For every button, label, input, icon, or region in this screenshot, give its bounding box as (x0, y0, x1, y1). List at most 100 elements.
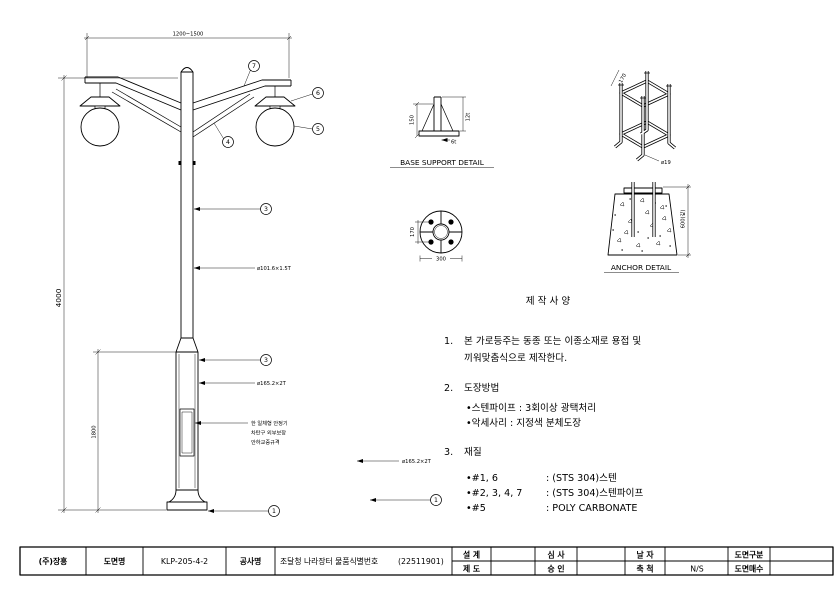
upper-pipe-spec: ø101.6×1.5T (194, 266, 292, 272)
spec-1-line-1: 본 가로등주는 동종 또는 이종소재로 용접 및 (464, 335, 641, 347)
callout-5-circle (312, 123, 324, 135)
project-code: (22511901) (398, 557, 444, 566)
base-plate-bolt-hole-sw (428, 239, 434, 245)
access-door-panel (181, 411, 193, 454)
material-1-spec: : (STS 304)스텐 (546, 473, 617, 484)
pole-joint-right (192, 161, 196, 165)
anchor-detail-bolts-inner (632, 182, 655, 237)
callout-5-number: 5 (316, 126, 320, 133)
door-note-line-3: 안하교중규격 (251, 438, 280, 446)
width-dimension-label: 1200~1500 (173, 32, 204, 38)
right-lamp (254, 86, 296, 147)
lower-pipe-spec: ø165.2×2T (199, 381, 287, 387)
left-arm (84, 76, 182, 111)
base-plate-diameter-dim: 300 (436, 257, 446, 263)
left-arm-brace (111, 88, 182, 133)
pole-base-plate (166, 501, 208, 511)
base-plate-ribs (420, 211, 462, 253)
material-1-parts: •#1, 6 (466, 473, 498, 484)
callout-6: 6 (290, 87, 324, 102)
pole-joint-left (178, 161, 182, 165)
anchor-depth-dim-lines (663, 184, 691, 258)
base-plate-bolt-hole-se (448, 239, 454, 245)
width-dimension: 1200~1500 (84, 32, 292, 78)
spec-2-bullet-2: •악세사리 : 지정색 분체도장 (466, 417, 581, 429)
spec-2-heading: 도장방법 (464, 383, 499, 394)
concrete-foundation (607, 193, 678, 256)
callout-1-right-number: 1 (434, 497, 438, 504)
right-lamp-shade (254, 96, 296, 107)
anchor-bolt-nuts (618, 72, 672, 99)
door-note-line-2: 차탄구 외부보장 (251, 429, 286, 437)
lower-pole-dimension-label: 1800 (92, 425, 98, 438)
callout-6-leader (290, 93, 313, 102)
spec-1-number: 1. (444, 336, 453, 347)
spec-2-number: 2. (444, 383, 453, 394)
base-plate-diameter-dim-lines (419, 255, 463, 262)
callout-1-base-number: 1 (272, 508, 276, 515)
base-support-base-plate (418, 130, 460, 137)
left-lamp (79, 83, 121, 147)
drawing-name-label: 도면명 (104, 556, 126, 566)
base-plate-pitch-dim-lines (415, 220, 429, 244)
base-support-plate-dim-lines (442, 96, 466, 132)
lower-pipe-spec-2-label: ø165.2×2T (402, 459, 432, 465)
callout-5-leader (293, 125, 313, 130)
design-label: 설 계 (463, 550, 480, 560)
base-support-height-dim: 150 (410, 115, 416, 125)
base-support-detail-title: BASE SUPPORT DETAIL (400, 158, 485, 167)
lower-pole-dimension: 1800 (92, 349, 176, 513)
spec-3-number: 3. (444, 447, 453, 458)
callout-6-number: 6 (316, 90, 320, 97)
anchor-cage-width-dim: 170 (618, 73, 628, 85)
callout-7-leader (243, 69, 251, 87)
height-dimension-lines (58, 75, 178, 513)
door-note-line-1: 한 일체형 안정기 (251, 419, 288, 427)
drafting-label: 제 도 (463, 564, 480, 574)
left-lamp-shade (79, 96, 121, 107)
project-label: 공사명 (240, 556, 262, 566)
anchor-bar-diameter-leader (644, 154, 660, 162)
anchor-detail: 600(깊) ANCHOR DETAIL (604, 182, 691, 273)
title-block-dividers (85, 547, 833, 575)
anchor-detail-base-plate (623, 187, 663, 194)
door-note: 한 일체형 안정기 차탄구 외부보장 안하교중규격 (195, 419, 288, 446)
review-label: 심 사 (547, 550, 565, 560)
base-plate-pipe-inner-circle (434, 225, 448, 239)
anchor-bolts-inner (614, 71, 676, 161)
title-block: (주)장흥 도면명 KLP-205-4-2 공사명 조달청 나라장터 물품식별번… (19, 546, 834, 576)
upper-pipe-spec-label: ø101.6×1.5T (257, 266, 292, 272)
callout-1-base: 1 (208, 505, 280, 517)
base-support-plate-thickness: 12t (466, 113, 472, 122)
specifications: 제 작 사 양 1. 본 가로등주는 동종 또는 이종소재로 용접 및 끼워맞춤… (444, 296, 643, 514)
pole-base-flare (168, 489, 206, 503)
company-name: (주)장흥 (39, 556, 68, 566)
anchor-depth-dim: 600(깊) (680, 210, 687, 229)
scale-value: N/S (690, 565, 703, 574)
material-3-parts: •#5 (466, 503, 486, 514)
base-plate-bolt-hole-nw (428, 219, 434, 225)
callout-1-base-circle (268, 505, 280, 517)
drawing-number: KLP-205-4-2 (161, 557, 208, 566)
base-plate-plan: 170 300 (410, 210, 463, 263)
lower-pipe-spec-2: ø165.2×2T (357, 459, 432, 465)
callout-4-number: 4 (226, 139, 230, 146)
base-support-gusset-thickness: 6t (451, 140, 456, 146)
callout-3-upper-number: 3 (264, 206, 268, 213)
category-label: 도면구분 (735, 550, 764, 560)
spec-3-heading: 재질 (464, 446, 482, 458)
scale-label: 축 척 (636, 564, 653, 574)
callout-4-leader (213, 122, 224, 139)
base-support-height-dim-lines (413, 101, 433, 139)
callout-3-lower-number: 3 (264, 357, 268, 364)
base-support-web-plate (433, 96, 442, 131)
right-lamp-globe (255, 107, 295, 147)
base-support-gussets (421, 103, 454, 132)
callout-3-lower-circle (260, 354, 272, 366)
callout-7: 7 (243, 60, 260, 87)
upper-pole (180, 72, 194, 338)
width-dimension-lines (84, 33, 292, 78)
material-2-spec: : (STS 304)스텐파이프 (546, 488, 643, 499)
anchor-bar-diameter: ø19 (661, 160, 671, 166)
